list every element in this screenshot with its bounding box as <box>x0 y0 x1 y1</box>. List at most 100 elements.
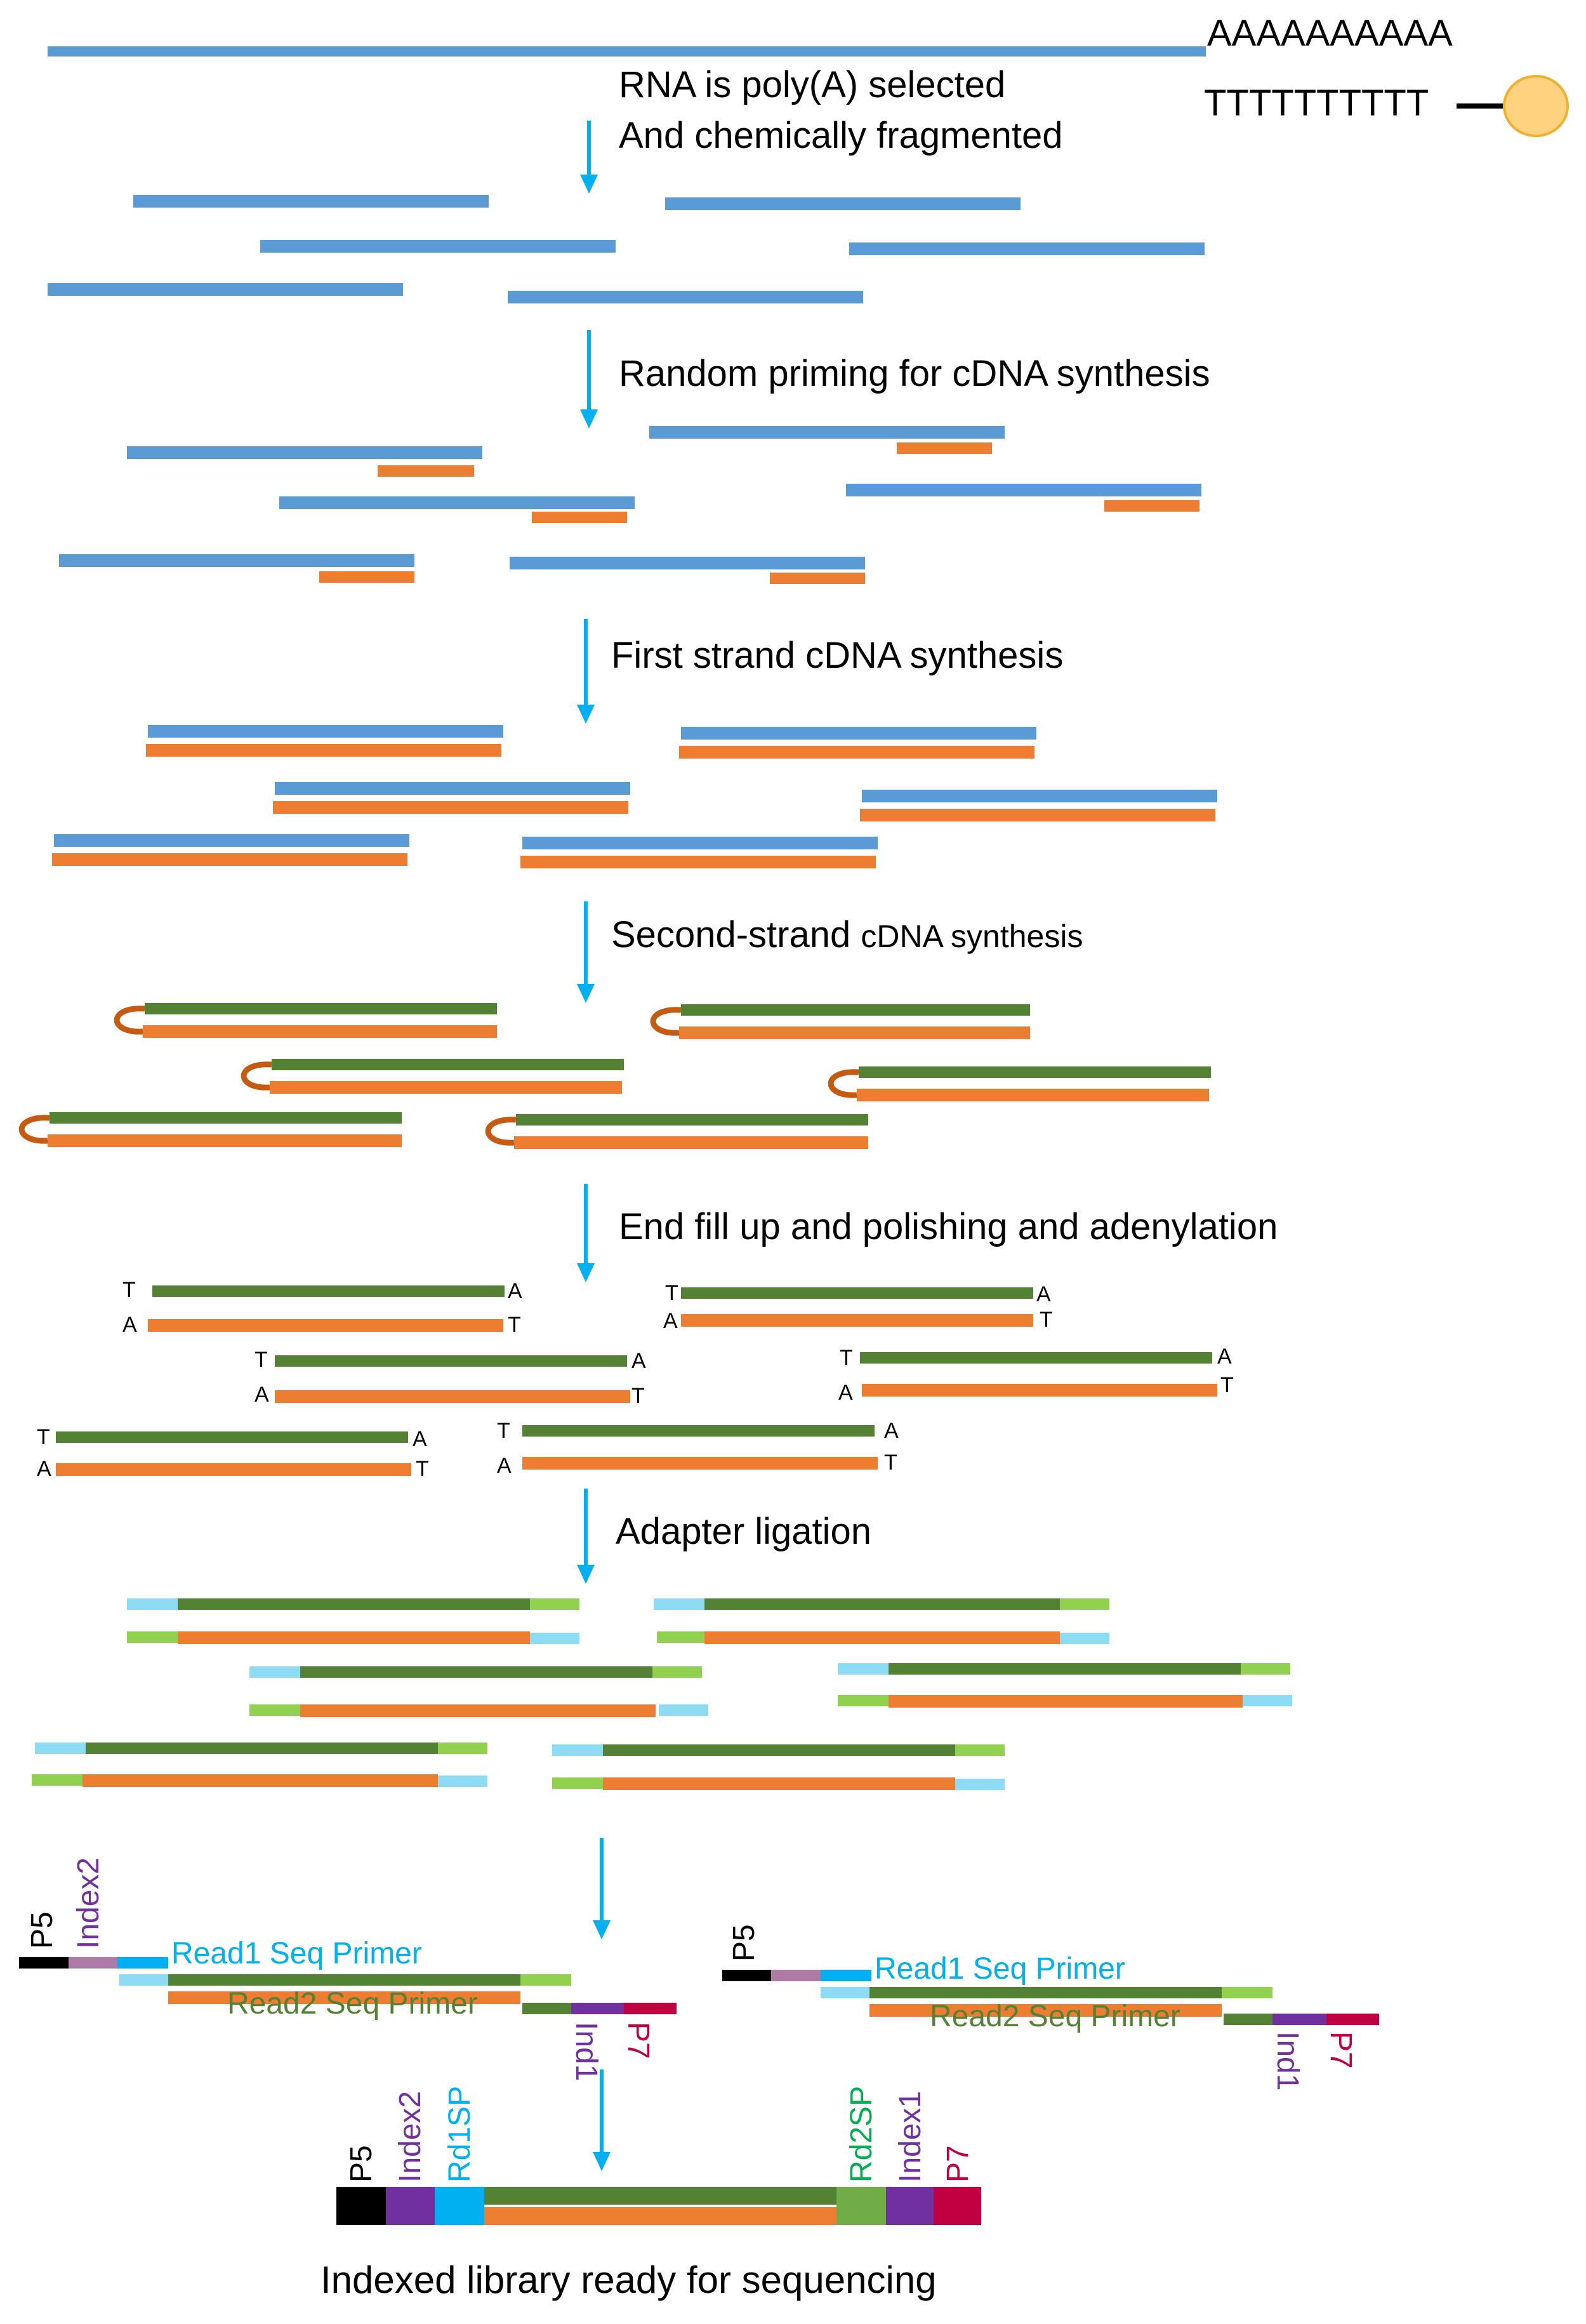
step-arrow-3 <box>577 619 595 724</box>
cdna-strand <box>679 746 1034 759</box>
hairpin-duplex <box>828 1066 1211 1101</box>
hairpin-duplex <box>485 1114 868 1149</box>
label-lib-index2: Index2 <box>393 2091 427 2182</box>
ligated-fragment <box>552 1744 1005 1790</box>
polya-tail-label: AAAAAAAAAA <box>1207 13 1453 54</box>
label-p7: P7 <box>1324 2031 1358 2069</box>
base-a: A <box>497 1454 512 1478</box>
base-t: T <box>416 1457 429 1481</box>
primer <box>1104 500 1199 512</box>
segment-index2 <box>386 2187 435 2225</box>
segment-insert-bottom <box>484 2207 836 2225</box>
rna-fragment <box>665 197 1021 210</box>
step-arrow-2 <box>580 330 598 428</box>
cdna-strand <box>273 801 628 814</box>
step-arrow-1 <box>580 121 598 194</box>
base-t: T <box>665 1281 678 1305</box>
primer <box>378 465 474 477</box>
step-arrow-7 <box>593 1838 611 1939</box>
primer <box>770 573 865 584</box>
final-caption: Indexed library ready for sequencing <box>321 2259 937 2301</box>
rna-fragment <box>649 426 1005 439</box>
step-arrow-8 <box>593 2069 611 2171</box>
segment-p5 <box>336 2187 386 2225</box>
stage-first-strand <box>52 725 1217 868</box>
oligo-dt-bead <box>1503 75 1569 137</box>
label-read2-seq-primer: Read2 Seq Primer <box>930 2000 1180 2033</box>
base-a: A <box>884 1419 899 1443</box>
stage-adapter-ligation <box>32 1598 1292 1790</box>
stage-random-priming <box>59 426 1201 584</box>
label-ind1: Ind1 <box>1271 2031 1304 2090</box>
base-t: T <box>508 1313 521 1337</box>
label-lib-index1: Index1 <box>894 2091 927 2182</box>
primer <box>532 512 627 523</box>
step2-label: Random priming for cDNA synthesis <box>619 353 1210 394</box>
rna-fragment <box>510 557 865 569</box>
label-read2-seq-primer: Read2 Seq Primer <box>227 1987 478 2021</box>
base-a: A <box>254 1383 269 1407</box>
stage-second-strand <box>18 1003 1211 1149</box>
label-lib-p7: P7 <box>941 2145 975 2182</box>
step-arrow-4 <box>577 901 595 1003</box>
cdna-strand <box>146 744 501 757</box>
segment-index1 <box>886 2187 934 2225</box>
ligated-fragment <box>654 1598 1109 1644</box>
base-a: A <box>1036 1282 1051 1306</box>
label-read1-seq-primer: Read1 Seq Primer <box>875 1952 1125 1986</box>
stage-adenylation: T A A T T A A T T A A T T A A T T A A T … <box>37 1278 1234 1481</box>
cdna-strand <box>52 853 407 866</box>
cdna-strand <box>860 809 1215 821</box>
base-a: A <box>631 1349 646 1373</box>
segment-rd2sp <box>836 2187 886 2225</box>
base-t: T <box>884 1451 897 1475</box>
base-a: A <box>37 1457 51 1481</box>
rna-fragment <box>59 554 414 567</box>
step-arrow-6 <box>577 1489 595 1584</box>
ligated-fragment <box>127 1598 579 1644</box>
base-a: A <box>838 1381 853 1405</box>
stage-fragmented-rna <box>48 195 1205 303</box>
step1-label-line2: And chemically fragmented <box>619 115 1063 156</box>
hairpin-duplex <box>650 1004 1030 1039</box>
rna-fragment <box>681 727 1036 740</box>
mrna-strand <box>48 46 1206 56</box>
base-t: T <box>631 1384 645 1408</box>
label-index2: Index2 <box>72 1857 105 1949</box>
base-t: T <box>1220 1373 1234 1397</box>
rna-fragment <box>148 725 503 738</box>
ligated-fragment <box>32 1743 487 1787</box>
segment-p7 <box>934 2187 981 2225</box>
step3-label: First strand cDNA synthesis <box>611 635 1063 676</box>
label-lib-rd1sp: Rd1SP <box>443 2086 477 2182</box>
hairpin-duplex <box>18 1112 402 1147</box>
hairpin-duplex <box>241 1059 624 1094</box>
rna-fragment <box>279 496 635 509</box>
step-arrow-5 <box>577 1184 595 1282</box>
label-lib-p5: P5 <box>345 2145 378 2182</box>
cdna-strand <box>520 856 876 868</box>
label-read1-seq-primer: Read1 Seq Primer <box>171 1937 422 1970</box>
rna-fragment <box>846 484 1201 496</box>
rna-fragment <box>862 790 1217 802</box>
segment-rd1sp <box>435 2187 484 2225</box>
base-t: T <box>497 1419 510 1443</box>
indexed-library: P5 Index2 Rd1SP Rd2SP Index1 P7 <box>336 2086 981 2225</box>
base-t: T <box>254 1348 268 1372</box>
rna-fragment <box>127 446 482 459</box>
ligated-fragment <box>249 1666 708 1717</box>
rna-fragment <box>275 782 630 795</box>
label-lib-rd2sp: Rd2SP <box>845 2086 878 2182</box>
base-a: A <box>122 1313 137 1337</box>
base-a: A <box>663 1309 678 1333</box>
oligo-dt-label: TTTTTTTTTT <box>1204 83 1429 124</box>
label-p7: P7 <box>621 2022 655 2059</box>
rna-fragment <box>849 242 1205 255</box>
label-p5: P5 <box>727 1924 761 1962</box>
label-p5: P5 <box>25 1911 59 1949</box>
rna-fragment <box>48 283 403 296</box>
segment-insert-top <box>484 2187 836 2205</box>
adapter-construct-right: P5 Read1 Seq Primer Read2 Seq Primer Ind… <box>722 1924 1379 2090</box>
step1-label-line1: RNA is poly(A) selected <box>619 64 1005 105</box>
